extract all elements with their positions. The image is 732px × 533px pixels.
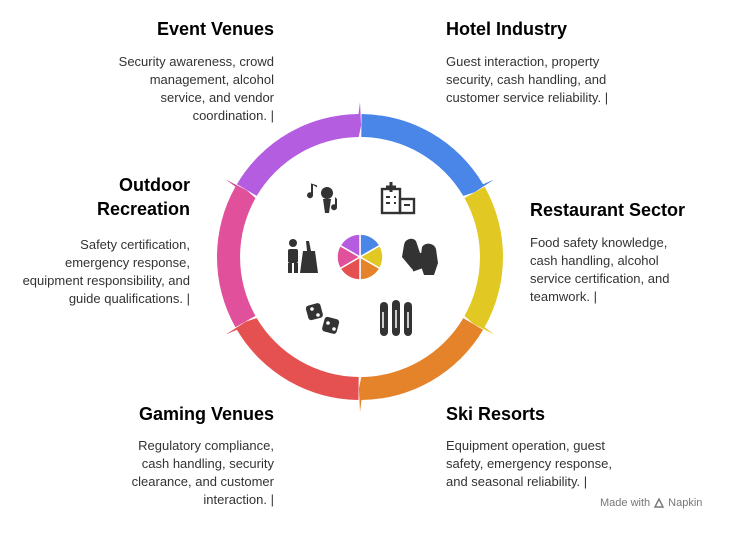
gaming-venues-description: Regulatory compliance, cash handling, se… [131, 438, 274, 507]
ring-segment-event [361, 114, 495, 196]
skis-icon [380, 300, 412, 336]
hotel-industry-title: Hotel Industry [446, 19, 568, 39]
event-venues-description: Security awareness, crowd management, al… [118, 54, 274, 123]
outdoor-recreation-title: Outdoor Recreation [96, 175, 190, 219]
event-venues-title: Event Venues [156, 19, 274, 39]
gaming-venues-title: Gaming Venues [138, 404, 274, 424]
ring-segment-ski [225, 318, 359, 400]
hotel-icon [380, 182, 416, 215]
oven-mitts-icon [402, 238, 438, 275]
napkin-watermark: Made with Napkin [600, 497, 702, 509]
ski-resorts-title: Ski Resorts [446, 404, 546, 424]
ring-segments [216, 102, 504, 412]
ring-segment-outdoor [236, 102, 362, 196]
restaurant-sector-description: Food safety knowledge, cash handling, al… [530, 235, 670, 304]
restaurant-sector-title: Restaurant Sector [530, 200, 686, 220]
ski-resorts-description: Equipment operation, guest safety, emerg… [446, 438, 612, 489]
ring-segment-gaming [216, 179, 256, 328]
microphone-icon [307, 183, 338, 213]
hotel-industry-description: Guest interaction, property security, ca… [446, 54, 609, 105]
dice-icon [305, 303, 340, 334]
ring-segment-restaurant [358, 318, 484, 412]
brand-name: Napkin [668, 497, 703, 509]
outdoor-recreation-description: Safety certification, emergency response… [22, 237, 190, 306]
napkin-logo-icon [654, 498, 665, 508]
ring-segment-hotel [464, 186, 504, 335]
made-with-label: Made with [600, 497, 651, 509]
hiker-icon [288, 239, 318, 273]
center-pie-icon [336, 233, 384, 281]
center-pie-slice-outdoor [339, 233, 361, 259]
